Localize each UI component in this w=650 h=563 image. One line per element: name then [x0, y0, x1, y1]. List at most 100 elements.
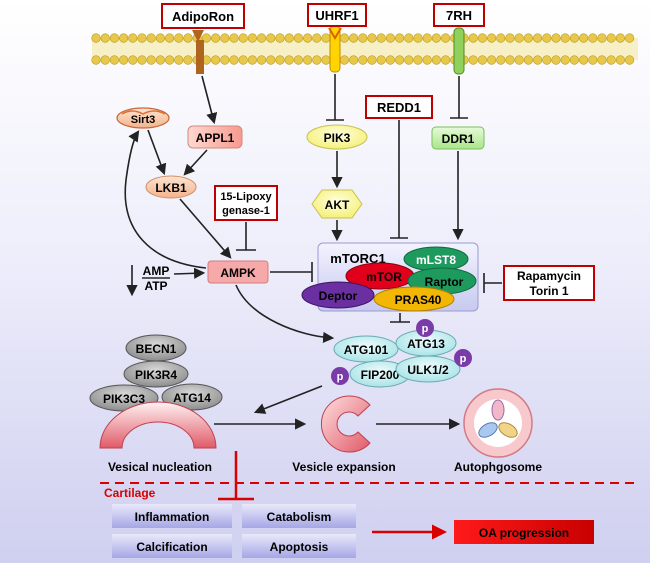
7rh-receptor — [453, 27, 465, 75]
atp-label: ATP — [144, 279, 167, 293]
phospholipid-head — [468, 33, 478, 43]
phospholipid-head — [569, 33, 580, 43]
lkb1-node: LKB1 — [145, 175, 197, 199]
phospholipid-head — [358, 33, 368, 43]
pras40-subunit — [373, 286, 455, 312]
phospholipid-head — [312, 55, 322, 65]
phospholipid-head — [165, 33, 175, 43]
phospholipid-head — [606, 55, 616, 65]
phospholipid-head — [376, 33, 386, 43]
phospholipid-head — [560, 33, 570, 43]
phospholipid-head — [578, 55, 589, 65]
phospholipid-head — [91, 55, 101, 65]
phospholipid-head — [542, 33, 552, 43]
phospholipid-head — [505, 33, 515, 43]
phospholipid-head — [229, 55, 239, 65]
arrow-lkb1-ampk — [179, 198, 232, 259]
phospholipid-head — [174, 33, 184, 43]
phospho-label-ulk: p — [460, 353, 467, 365]
phospholipid-head — [487, 55, 497, 65]
phospholipid-head — [91, 33, 101, 43]
phospholipid-head — [477, 55, 488, 65]
phospholipid-head — [514, 55, 524, 65]
phospholipid-head — [578, 33, 589, 43]
phospholipid-head — [284, 55, 294, 65]
akt-label: AKT — [325, 198, 350, 212]
phospholipid-head — [339, 33, 350, 43]
phospholipid-head — [137, 33, 147, 43]
redd1-label: REDD1 — [377, 100, 421, 115]
catabolism-label: Catabolism — [267, 510, 332, 524]
autophagosome — [463, 388, 533, 458]
phospholipid-head — [155, 33, 165, 43]
redd1-box: REDD1 — [365, 95, 433, 119]
adiporon-box: AdipoRon — [161, 3, 245, 29]
phospholipid-head — [496, 33, 506, 43]
phospholipid-head — [349, 33, 359, 43]
phospholipid-head — [422, 55, 432, 65]
amp-atp-ratio: AMP ATP — [142, 264, 170, 293]
lkb1-label: LKB1 — [155, 181, 187, 195]
arrow-ampk-ulk — [235, 284, 335, 344]
phospholipid-head — [588, 33, 598, 43]
phospholipid-head — [183, 33, 193, 43]
phospholipid-head — [303, 33, 313, 43]
connectors — [124, 74, 502, 430]
torin-label: Torin 1 — [529, 284, 568, 298]
inflammation-label: Inflammation — [135, 510, 210, 524]
phospholipid-head — [385, 33, 396, 43]
phospholipid-head — [441, 55, 451, 65]
cartilage-label: Cartilage — [104, 486, 156, 500]
phospholipid-head — [165, 55, 175, 65]
phospholipid-head — [615, 33, 626, 43]
mtorc1-title: mTORC1 — [330, 251, 385, 266]
7rh-label: 7RH — [446, 8, 472, 23]
uhrf1-label: UHRF1 — [315, 8, 358, 23]
phospholipid-head — [431, 33, 442, 43]
phospholipid-head — [293, 33, 304, 43]
phospholipid-head — [118, 33, 129, 43]
cell-membrane — [91, 33, 638, 65]
oa-progression-box: OA progression — [454, 520, 594, 544]
expanding-vesicle — [321, 395, 371, 453]
arrow-ulk-nucleation — [253, 385, 323, 414]
phospholipid-head — [339, 55, 350, 65]
ampk-node: AMPK — [207, 260, 269, 284]
ddr1-node: DDR1 — [431, 126, 485, 150]
phospholipid-head — [441, 33, 451, 43]
phospholipid-head — [238, 33, 248, 43]
phospholipid-head — [146, 55, 156, 65]
ampk-label: AMPK — [220, 266, 256, 280]
expansion-label: Vesicle expansion — [292, 460, 395, 474]
phospholipid-head — [367, 33, 377, 43]
nucleation-label: Vesical nucleation — [108, 460, 212, 474]
mlst8-label: mLST8 — [416, 253, 456, 267]
catabolism-box: Catabolism — [242, 504, 356, 528]
phagophore-nucleation — [99, 401, 217, 449]
lipoxygenase-label-line2: genase-1 — [222, 205, 270, 217]
phospholipid-head — [211, 33, 221, 43]
phospholipid-head — [174, 55, 184, 65]
phospholipid-head — [303, 55, 313, 65]
7rh-box: 7RH — [433, 3, 485, 27]
arrow-ratio-ampk — [173, 267, 206, 279]
phospholipid-head — [155, 55, 165, 65]
oa-progression-label: OA progression — [479, 526, 569, 540]
pik3r4-label: PIK3R4 — [135, 368, 177, 382]
appl1-label: APPL1 — [196, 131, 235, 145]
phospholipid-head — [146, 33, 156, 43]
phospholipid-head — [395, 33, 405, 43]
phospholipid-head — [551, 55, 561, 65]
atg101-label: ATG101 — [344, 343, 389, 357]
phospholipid-head — [238, 55, 248, 65]
vps34-complex: BECN1 PIK3R4 PIK3C3 ATG14 — [89, 334, 223, 412]
phospholipid-head — [487, 33, 497, 43]
fip200-label: FIP200 — [361, 368, 400, 382]
phospholipid-head — [312, 33, 322, 43]
phospholipid-head — [100, 55, 110, 65]
phospholipid-head — [349, 55, 359, 65]
phospholipid-head — [468, 55, 478, 65]
phospholipid-head — [413, 55, 423, 65]
phospho-marker-atg13 — [416, 319, 434, 337]
